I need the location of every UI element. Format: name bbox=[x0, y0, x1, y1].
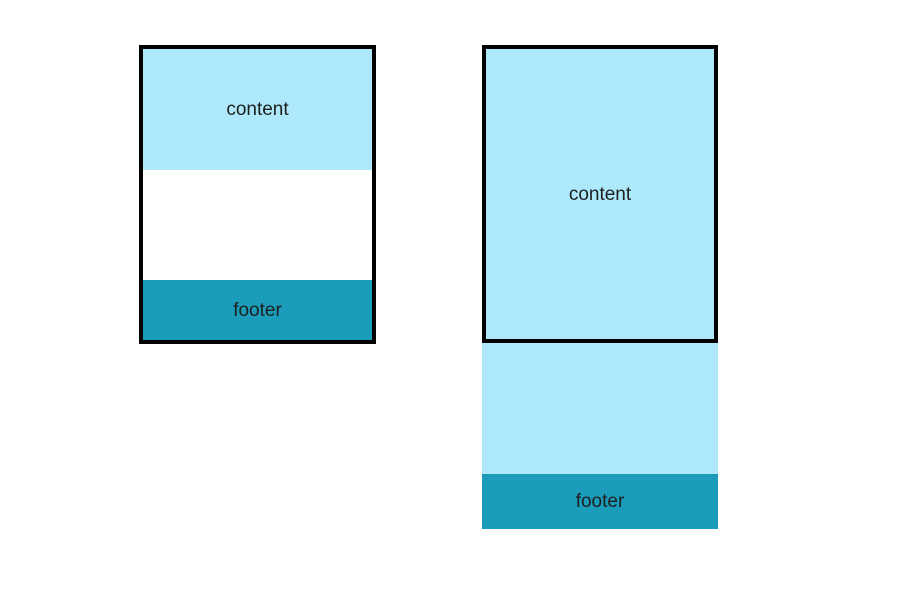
overflow-footer-block: footer bbox=[482, 474, 718, 529]
overflow-footer-label: footer bbox=[575, 491, 625, 512]
short-content-block: content bbox=[143, 49, 372, 170]
short-footer-label: footer bbox=[233, 299, 282, 321]
short-footer-block: footer bbox=[143, 280, 372, 340]
overflow-content-block bbox=[482, 343, 718, 474]
tall-viewport-box: content bbox=[482, 45, 718, 343]
tall-content-label: content bbox=[568, 183, 632, 205]
diagram-overflow-content: content footer bbox=[482, 45, 718, 529]
short-content-label: content bbox=[226, 99, 289, 120]
short-viewport-box: content footer bbox=[139, 45, 376, 344]
short-empty-space bbox=[143, 170, 372, 280]
diagram-short-content: content footer bbox=[139, 45, 376, 344]
